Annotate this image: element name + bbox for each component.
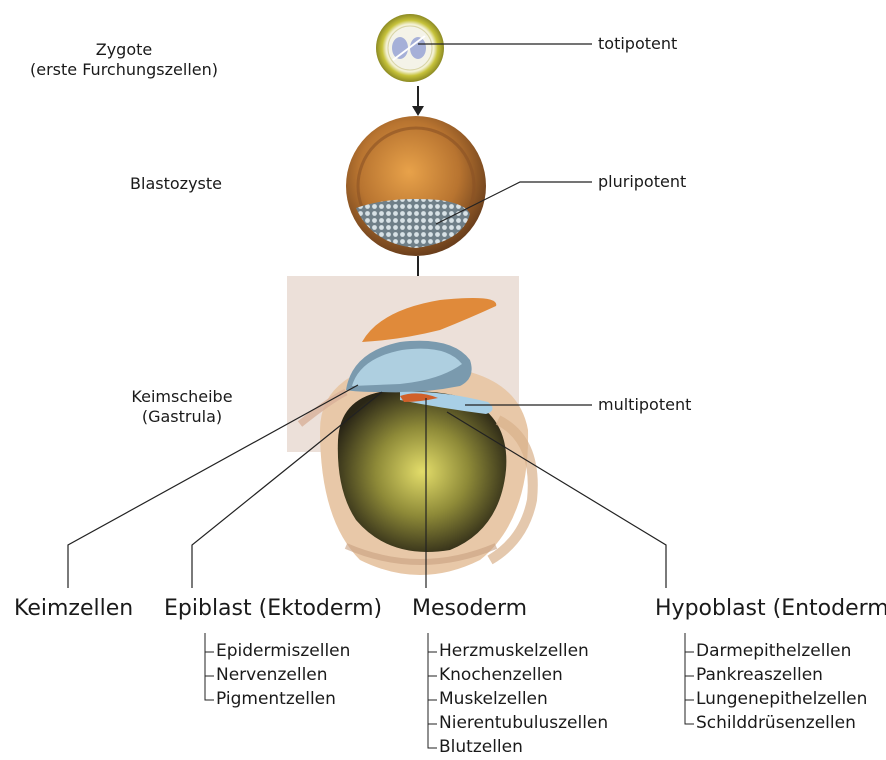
list-item: Herzmuskelzellen <box>439 640 589 663</box>
potency-multipotent: multipotent <box>598 395 691 415</box>
list-item: Pankreaszellen <box>696 664 823 687</box>
zygote-illustration <box>376 14 444 82</box>
lineage-hypoblast: Hypoblast (Entoderm) <box>655 596 886 622</box>
list-item: Nervenzellen <box>216 664 328 687</box>
zygote-note: (erste Furchungszellen) <box>0 60 248 80</box>
list-item: Darmepithelzellen <box>696 640 851 663</box>
blastocyst-illustration <box>346 116 486 256</box>
list-item: Nierentubuluszellen <box>439 712 608 735</box>
list-item: Epidermiszellen <box>216 640 350 663</box>
gastrula-label: Keimscheibe (Gastrula) <box>120 387 244 427</box>
potency-totipotent: totipotent <box>598 34 677 54</box>
gastrula-name: Keimscheibe <box>120 387 244 407</box>
list-item: Muskelzellen <box>439 688 548 711</box>
lineage-mesoderm: Mesoderm <box>412 596 527 622</box>
gastrula-note: (Gastrula) <box>120 407 244 427</box>
zygote-name: Zygote <box>0 40 248 60</box>
list-item: Pigmentzellen <box>216 688 336 711</box>
list-item: Schilddrüsenzellen <box>696 712 856 735</box>
arrow-zygote-to-blastocyst <box>412 86 424 116</box>
list-item: Blutzellen <box>439 736 523 759</box>
list-item: Knochenzellen <box>439 664 563 687</box>
gastrula-illustration <box>287 276 533 575</box>
potency-pluripotent: pluripotent <box>598 172 686 192</box>
lineage-germ-cells: Keimzellen <box>14 596 133 622</box>
blastocyst-name: Blastozyste <box>0 174 222 194</box>
zygote-label: Zygote (erste Furchungszellen) <box>0 40 248 80</box>
lineage-epiblast: Epiblast (Ektoderm) <box>164 596 382 622</box>
list-item: Lungenepithelzellen <box>696 688 867 711</box>
